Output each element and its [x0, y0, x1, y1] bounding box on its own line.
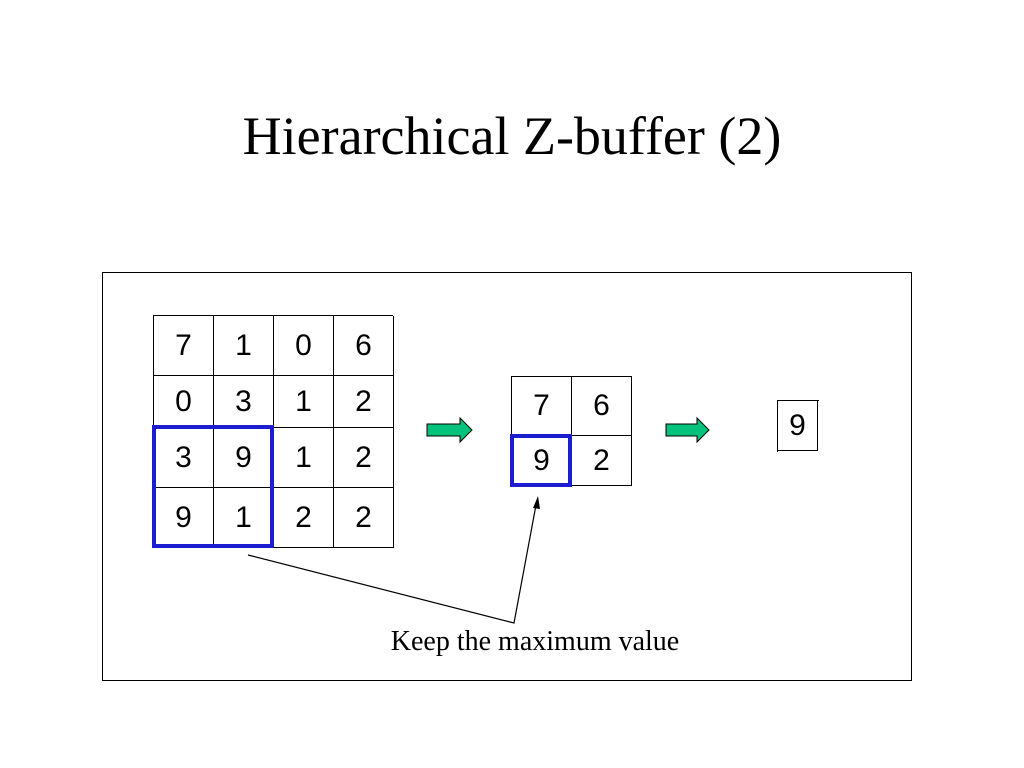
- depth-grid-level-2: 9: [777, 400, 819, 452]
- slide-title: Hierarchical Z-buffer (2): [242, 106, 782, 166]
- grid-cell: 1: [214, 316, 274, 376]
- grid-cell: 2: [334, 488, 394, 548]
- caption: Keep the maximum value: [390, 626, 680, 657]
- grid-cell: 2: [334, 376, 394, 428]
- grid-cell: 9: [778, 401, 818, 451]
- grid-cell: 2: [572, 436, 632, 486]
- grid-cell: 2: [334, 428, 394, 488]
- grid-cell: 1: [274, 428, 334, 488]
- diagram-frame: [102, 272, 912, 681]
- max-block-highlight: [152, 425, 274, 548]
- max-cell-highlight: [510, 434, 572, 487]
- grid-cell: 2: [274, 488, 334, 548]
- grid-cell: 6: [334, 316, 394, 376]
- grid-cell: 7: [512, 377, 572, 436]
- grid-cell: 3: [214, 376, 274, 428]
- grid-cell: 6: [572, 377, 632, 436]
- grid-cell: 1: [274, 376, 334, 428]
- grid-cell: 0: [274, 316, 334, 376]
- grid-cell: 7: [154, 316, 214, 376]
- grid-cell: 3: [154, 428, 214, 488]
- grid-cell: 0: [154, 376, 214, 428]
